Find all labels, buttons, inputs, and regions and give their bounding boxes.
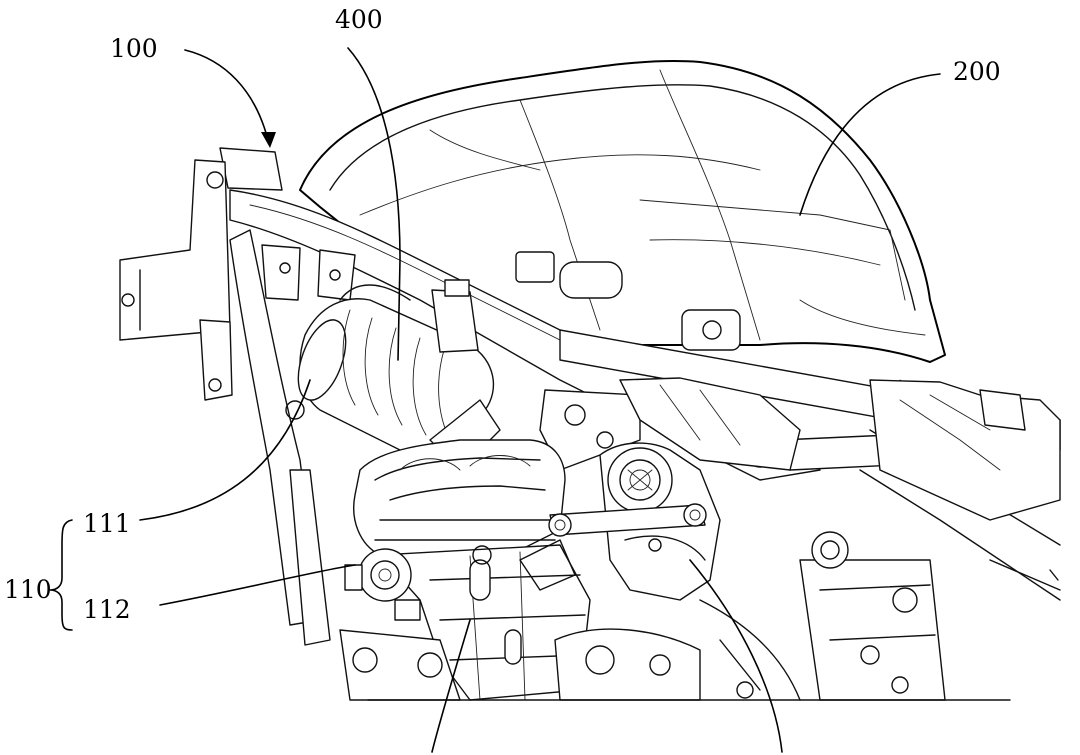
label-110: 110 [4, 575, 52, 604]
label-112: 112 [83, 595, 131, 624]
fuel-tank [299, 59, 946, 363]
rear-components [619, 377, 1061, 701]
arrow-head-100 [261, 132, 276, 148]
air-intake-hose [297, 279, 501, 471]
cylinder-head [353, 439, 566, 561]
label-200: 200 [953, 57, 1001, 86]
cylinder-body [339, 544, 701, 701]
label-400: 400 [335, 5, 383, 34]
throttle-assembly [519, 442, 721, 601]
label-100: 100 [110, 34, 158, 63]
leader-lines [49, 47, 941, 753]
label-111: 111 [83, 509, 131, 538]
